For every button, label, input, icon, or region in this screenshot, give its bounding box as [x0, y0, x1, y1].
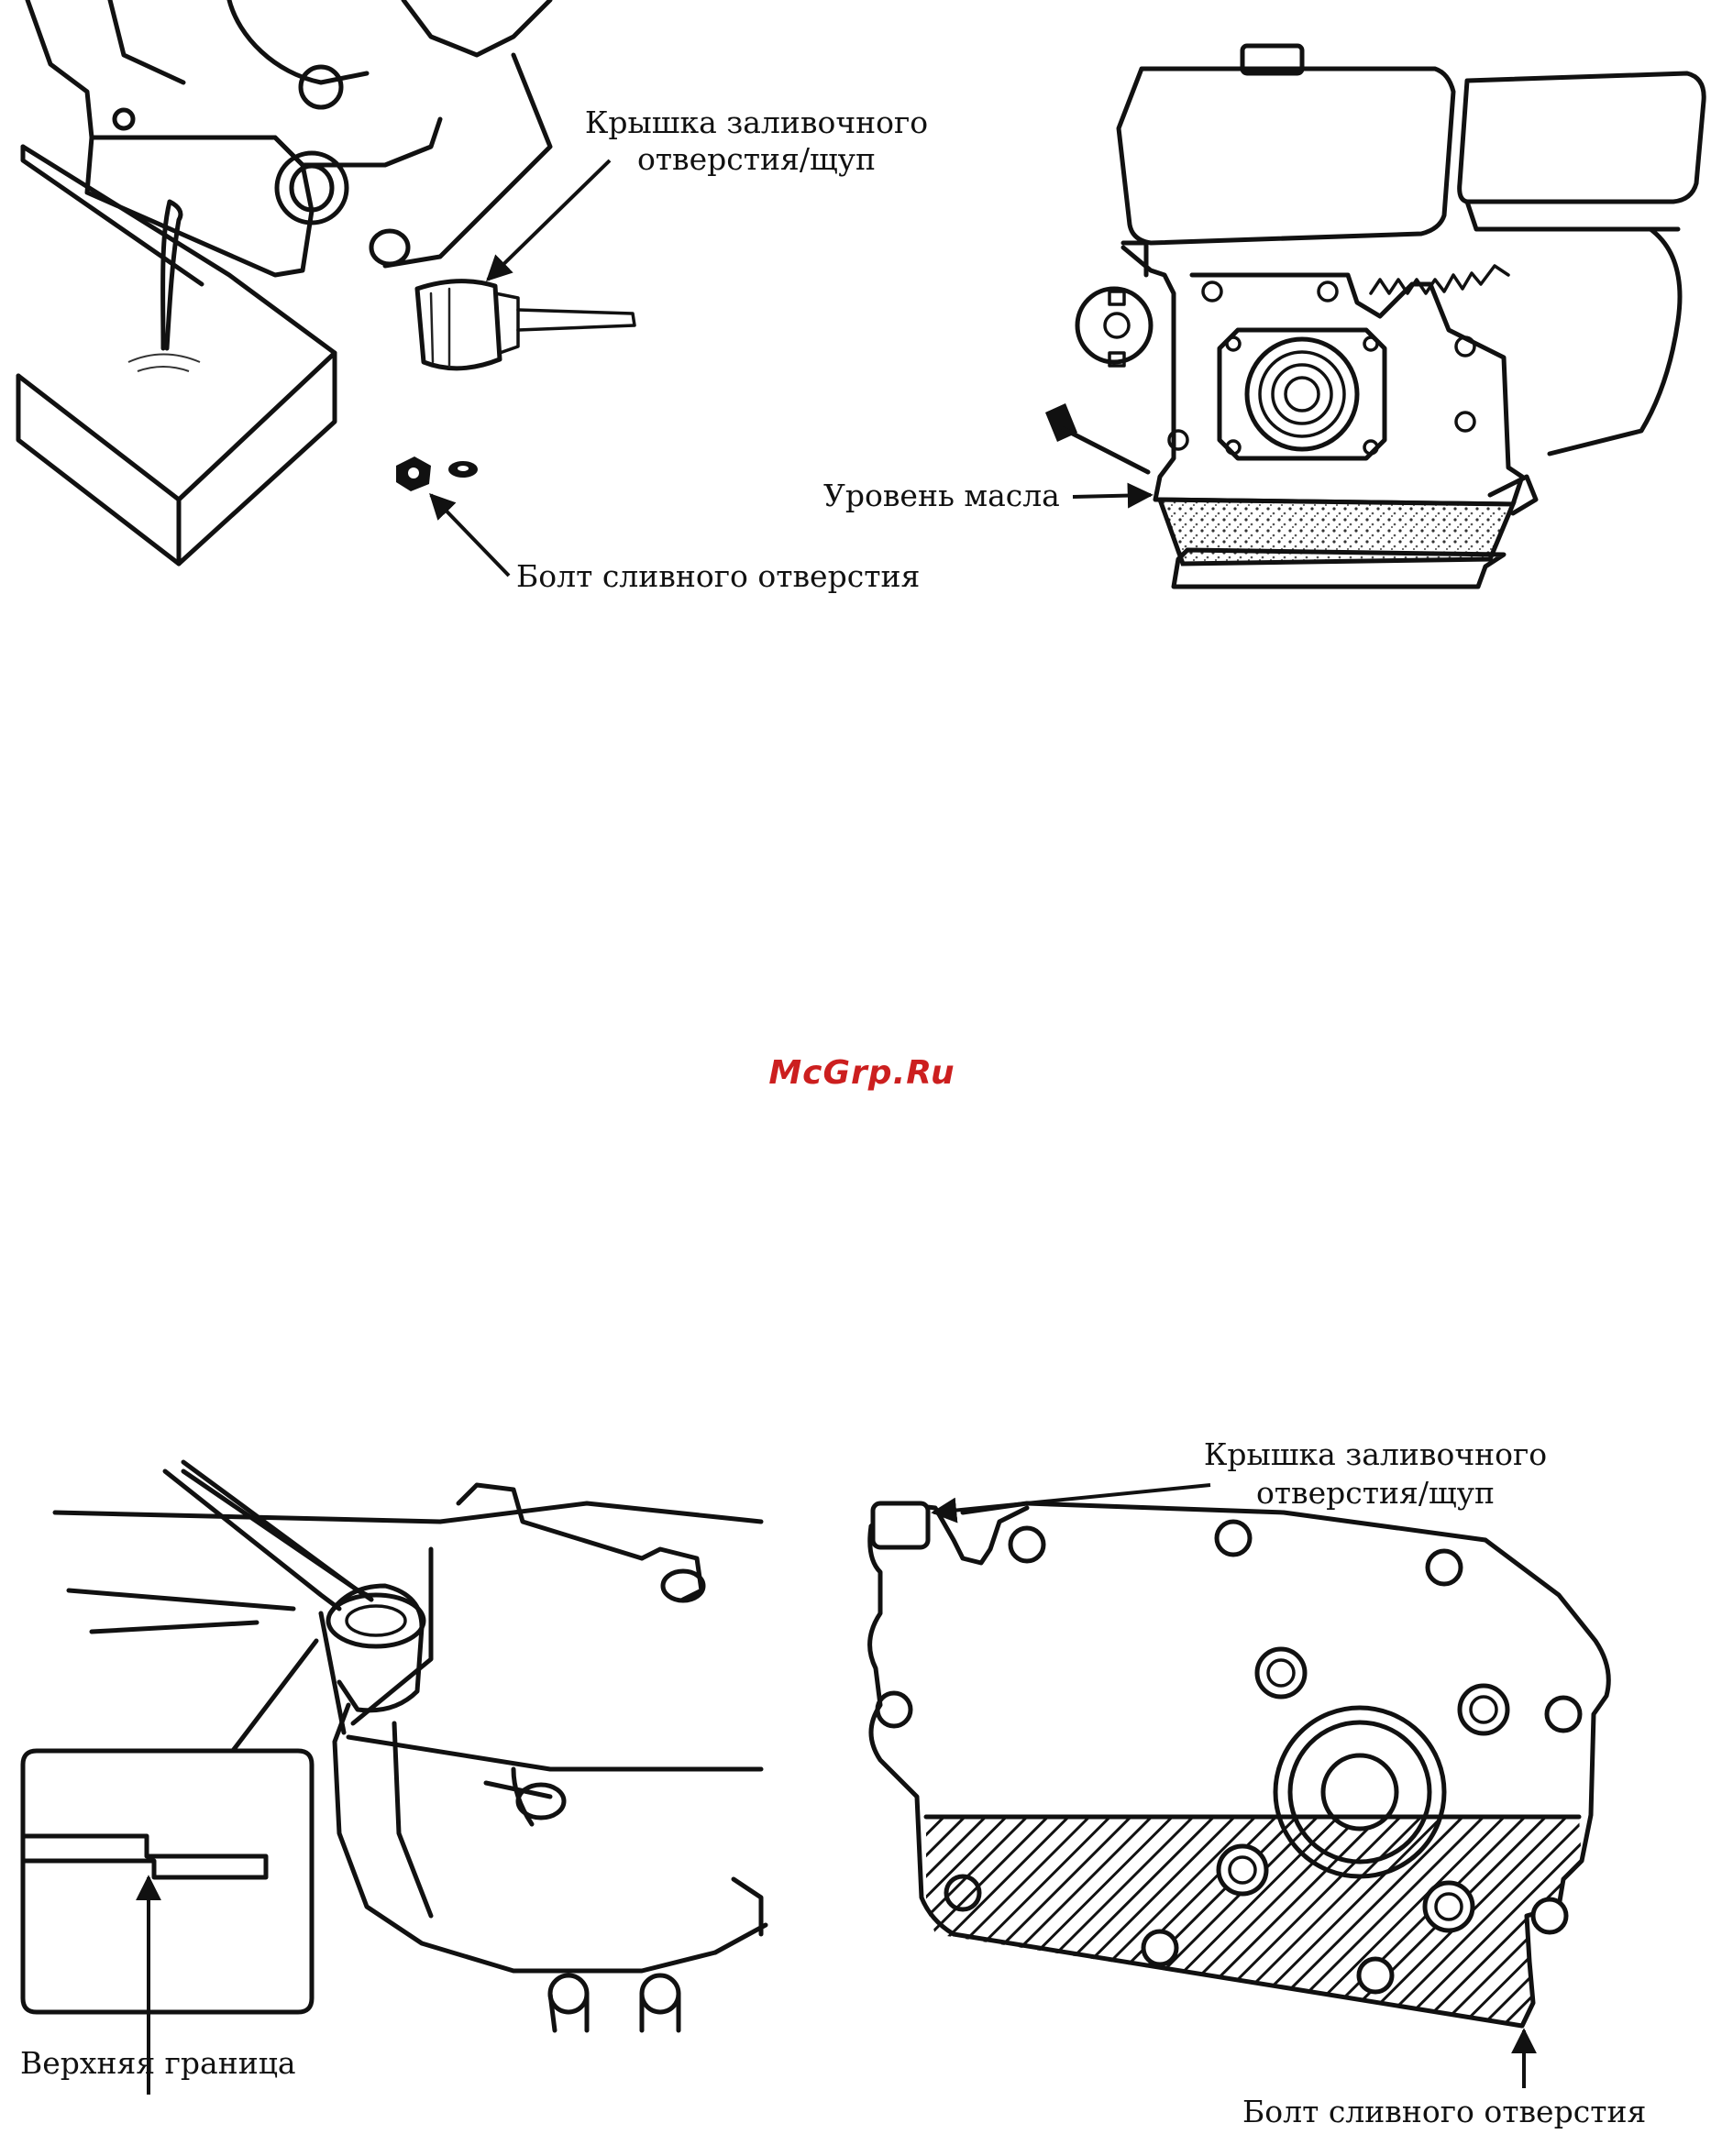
dipstick-illustration: [417, 281, 635, 368]
filler-cap-label-line2: отверстия/щуп: [637, 141, 876, 177]
figure-oil-drain: Крышка заливочного отверстия/щуп Болт сл…: [18, 0, 928, 594]
oil-level-pointer: [1073, 495, 1151, 497]
drain-bolt-pointer: [431, 495, 509, 576]
filler-cap-pointer: [488, 160, 610, 280]
figure-dipstick-check: Верхняя граница: [20, 1462, 766, 2095]
drain-bolt-illustration: [396, 456, 478, 491]
oil-level-label: Уровень масла: [823, 478, 1060, 513]
figure-engine-oil-level: Уровень масла: [823, 46, 1704, 587]
cover-plate-illustration: [870, 1503, 1609, 2026]
figure-cover-plate: Крышка заливочного отверстия/щуп Болт сл…: [870, 1436, 1647, 2129]
upper-limit-label: Верхняя граница: [20, 2045, 296, 2081]
cover-filler-label-line2: отверстия/щуп: [1256, 1475, 1495, 1511]
drain-pan-illustration: [18, 147, 335, 564]
filler-cap-label-line1: Крышка заливочного: [585, 104, 928, 140]
cover-drain-label: Болт сливного отверстия: [1242, 2094, 1646, 2129]
engine-illustration: [1045, 46, 1704, 587]
watermark: McGrp.Ru: [768, 1054, 955, 1092]
inset-detail: [23, 1751, 312, 2095]
cover-filler-label-line1: Крышка заливочного: [1204, 1436, 1547, 1472]
crankcase-illustration: [28, 0, 550, 275]
drain-bolt-label: Болт сливного отверстия: [516, 558, 920, 594]
